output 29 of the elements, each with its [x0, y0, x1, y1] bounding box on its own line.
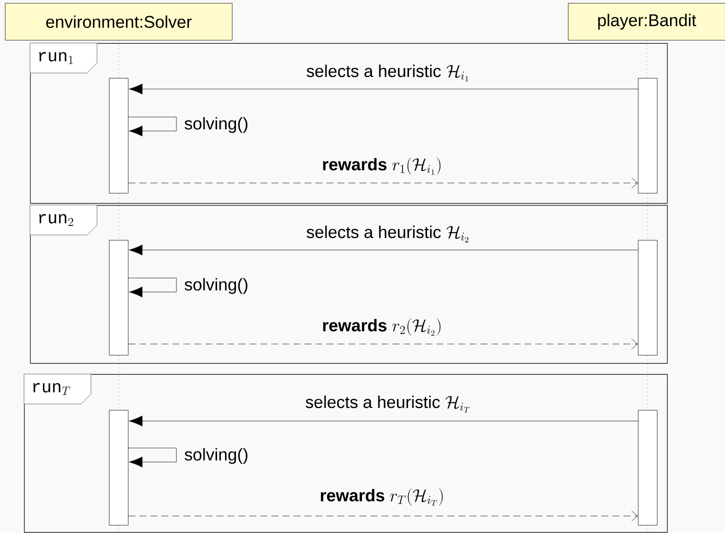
- edge-label: $\textbf{rewards }r_{T}(\mathcal{H}_{i_{T}})$: [318, 487, 446, 507]
- edge-label: $\text{selects a heuristic }\mathcal{H}_{i_{T}}$: [304, 394, 472, 414]
- frame-label: $\texttt{run}_{T}$: [24, 374, 92, 404]
- message-arrow: [128, 448, 177, 468]
- activation-bar: [638, 410, 658, 526]
- message-arrow: [129, 244, 638, 256]
- message-arrow: [128, 116, 177, 136]
- edge-label: $\text{selects a heuristic }\mathcal{H}_{i_{2}}$: [305, 224, 471, 244]
- activation-bar: [638, 78, 658, 194]
- edge-label: $\textbf{rewards }r_{1}(\mathcal{H}_{i_{1}})$: [321, 156, 444, 176]
- edge-label: $\text{solving()}$: [183, 277, 250, 295]
- frame-label: $\texttt{run}_{1}$: [30, 42, 98, 74]
- message-arrow: [128, 338, 638, 350]
- activation-bar: [109, 78, 128, 194]
- edge-label: $\text{solving()}$: [183, 116, 250, 134]
- edge-label: $\text{solving()}$: [183, 447, 250, 465]
- message-arrow: [128, 178, 638, 188]
- edge-label: $\text{selects a heuristic }\mathcal{H}_{i_{1}}$: [305, 64, 471, 82]
- edge-label: $\textbf{rewards }r_{2}(\mathcal{H}_{i_{2}})$: [321, 317, 444, 337]
- message-arrow: [128, 510, 638, 522]
- message-arrow: [128, 278, 177, 298]
- activation-bar: [109, 240, 128, 356]
- participant-box: player:Bandit: [568, 3, 725, 40]
- participant-box: environment:Solver: [5, 3, 232, 40]
- message-arrow: [129, 84, 638, 94]
- activation-bar: [638, 240, 658, 356]
- message-arrow: [129, 416, 638, 426]
- frame-label: $\texttt{run}_{2}$: [30, 204, 98, 236]
- activation-bar: [109, 410, 128, 526]
